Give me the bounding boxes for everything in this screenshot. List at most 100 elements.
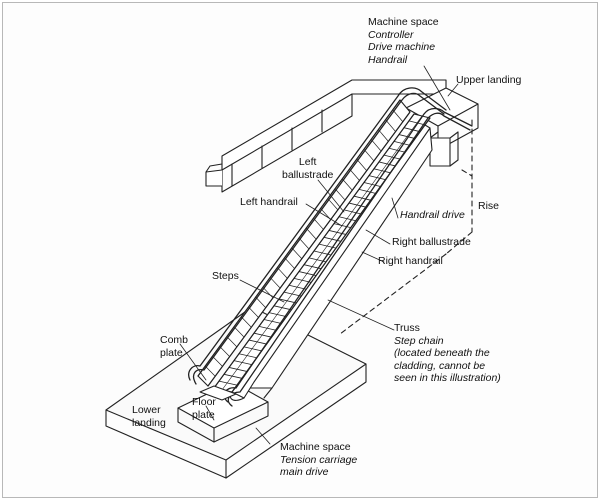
step-tread — [343, 209, 362, 215]
step-tread — [358, 188, 376, 194]
balustrade-segment — [255, 296, 267, 309]
left-ballustrade-text-2: ballustrade — [282, 168, 334, 181]
machine-space-top-label: Machine space Controller Drive machine H… — [368, 16, 439, 66]
handrail-drive-text: Handrail drive — [400, 209, 465, 221]
main-drive-text: main drive — [280, 466, 329, 478]
balustrade-segment — [262, 286, 274, 299]
step-tread — [278, 298, 297, 304]
step-tread — [233, 360, 253, 366]
floor-plate-text-2: plate — [192, 408, 215, 421]
step-tread — [223, 373, 243, 379]
machine-space-bottom-text: Machine space — [280, 441, 351, 453]
step-tread — [363, 182, 381, 187]
step-chain-note-1: (located beneath the — [394, 347, 490, 359]
step-tread — [238, 353, 258, 359]
left-handrail — [188, 87, 447, 385]
comb-plate-text-2: plate — [160, 346, 183, 359]
balustrade-segment — [313, 217, 324, 230]
step-tread — [383, 154, 401, 160]
right-handrail-text: Right handrail — [378, 255, 443, 267]
drive-machine-text: Drive machine — [368, 41, 436, 53]
step-tread — [373, 168, 391, 174]
balustrade-segment — [212, 355, 223, 367]
balustrade-segment — [248, 306, 259, 318]
balustrade-segment — [277, 267, 288, 279]
upper-landing-text: Upper landing — [456, 74, 522, 86]
left-ballustrade-text-1: Left — [298, 156, 317, 168]
balustrade-segment — [385, 119, 396, 132]
balustrade-segment — [392, 109, 404, 123]
balustrade-segment — [334, 188, 346, 201]
balustrade-segment — [341, 178, 353, 191]
handrail-top-text: Handrail — [368, 53, 408, 66]
balustrade-segment — [327, 198, 339, 211]
balustrade-segment — [378, 129, 389, 142]
step-chain-note-2: cladding, cannot be — [394, 359, 486, 372]
step-tread — [288, 284, 307, 290]
step-tread — [333, 223, 352, 229]
tension-carriage-text: Tension carriage — [280, 453, 358, 466]
rise-label: Rise — [478, 200, 499, 213]
step-chain-text: Step chain — [394, 334, 444, 347]
handrail-drive-label: Handrail drive — [400, 209, 465, 222]
step-tread — [273, 305, 292, 311]
left-ballustrade-label: Left ballustrade — [282, 156, 333, 181]
step-tread — [348, 202, 367, 208]
rise-dimension — [339, 119, 473, 335]
step-tread — [248, 339, 268, 345]
machine-space-bottom-label: Machine space Tension carriage main driv… — [280, 441, 357, 479]
controller-text: Controller — [368, 28, 414, 41]
lower-landing-label: Lower landing — [132, 404, 166, 429]
balustrade-segment — [284, 257, 295, 269]
upper-landing-label: Upper landing — [456, 74, 521, 87]
left-balustrade-panel — [197, 99, 411, 387]
balustrade-segment — [291, 247, 303, 260]
leader-lines — [179, 65, 459, 445]
step-tread — [253, 332, 273, 338]
right-ballustrade-label: Right ballustrade — [392, 236, 471, 249]
left-handrail-label: Left handrail — [240, 196, 298, 209]
balustrade-segment — [370, 139, 382, 152]
machine-space-top-text: Machine space — [368, 16, 439, 28]
balustrade-segment — [233, 326, 245, 338]
step-tread — [408, 120, 426, 126]
rise-text: Rise — [478, 200, 500, 212]
balustrade-segment — [363, 148, 375, 162]
step-tread — [328, 230, 347, 235]
step-tread — [258, 325, 277, 331]
right-handrail-label: Right handrail — [378, 255, 443, 268]
step-tread — [378, 161, 396, 167]
step-tread — [243, 346, 263, 352]
balustrade-segment — [219, 346, 230, 357]
step-tread — [323, 236, 342, 242]
balustrade-segment — [269, 277, 281, 289]
truss-text: Truss — [394, 322, 420, 334]
comb-plate — [199, 385, 237, 401]
lower-landing-text-1: Lower — [132, 404, 161, 416]
balustrade-segment — [204, 365, 216, 377]
balustrade-segment — [240, 316, 252, 328]
balustrade-segment — [356, 158, 368, 172]
step-tread — [338, 216, 357, 222]
balustrade-segment — [305, 227, 317, 240]
step-tread — [268, 312, 287, 318]
balustrade-segment — [226, 336, 238, 348]
step-tread — [388, 147, 406, 153]
step-chain-note-3: seen in this illustration) — [394, 372, 501, 384]
comb-plate-label: Comb plate — [160, 334, 188, 359]
step-tread — [353, 195, 372, 201]
steps-label: Steps — [212, 270, 239, 283]
step-tread — [398, 134, 416, 139]
floor-plate-label: Floor plate — [192, 396, 216, 421]
steps-text: Steps — [212, 270, 239, 282]
balustrade-segment — [298, 237, 310, 250]
floor-plate-text-1: Floor — [192, 396, 216, 408]
step-tread — [228, 367, 248, 372]
truss-label: Truss Step chain (located beneath the cl… — [394, 322, 501, 385]
step-tread — [403, 127, 421, 133]
step-tread — [283, 291, 302, 297]
left-handrail-text: Left handrail — [240, 196, 298, 208]
balustrade-segment — [349, 168, 360, 181]
step-tread — [218, 380, 238, 386]
